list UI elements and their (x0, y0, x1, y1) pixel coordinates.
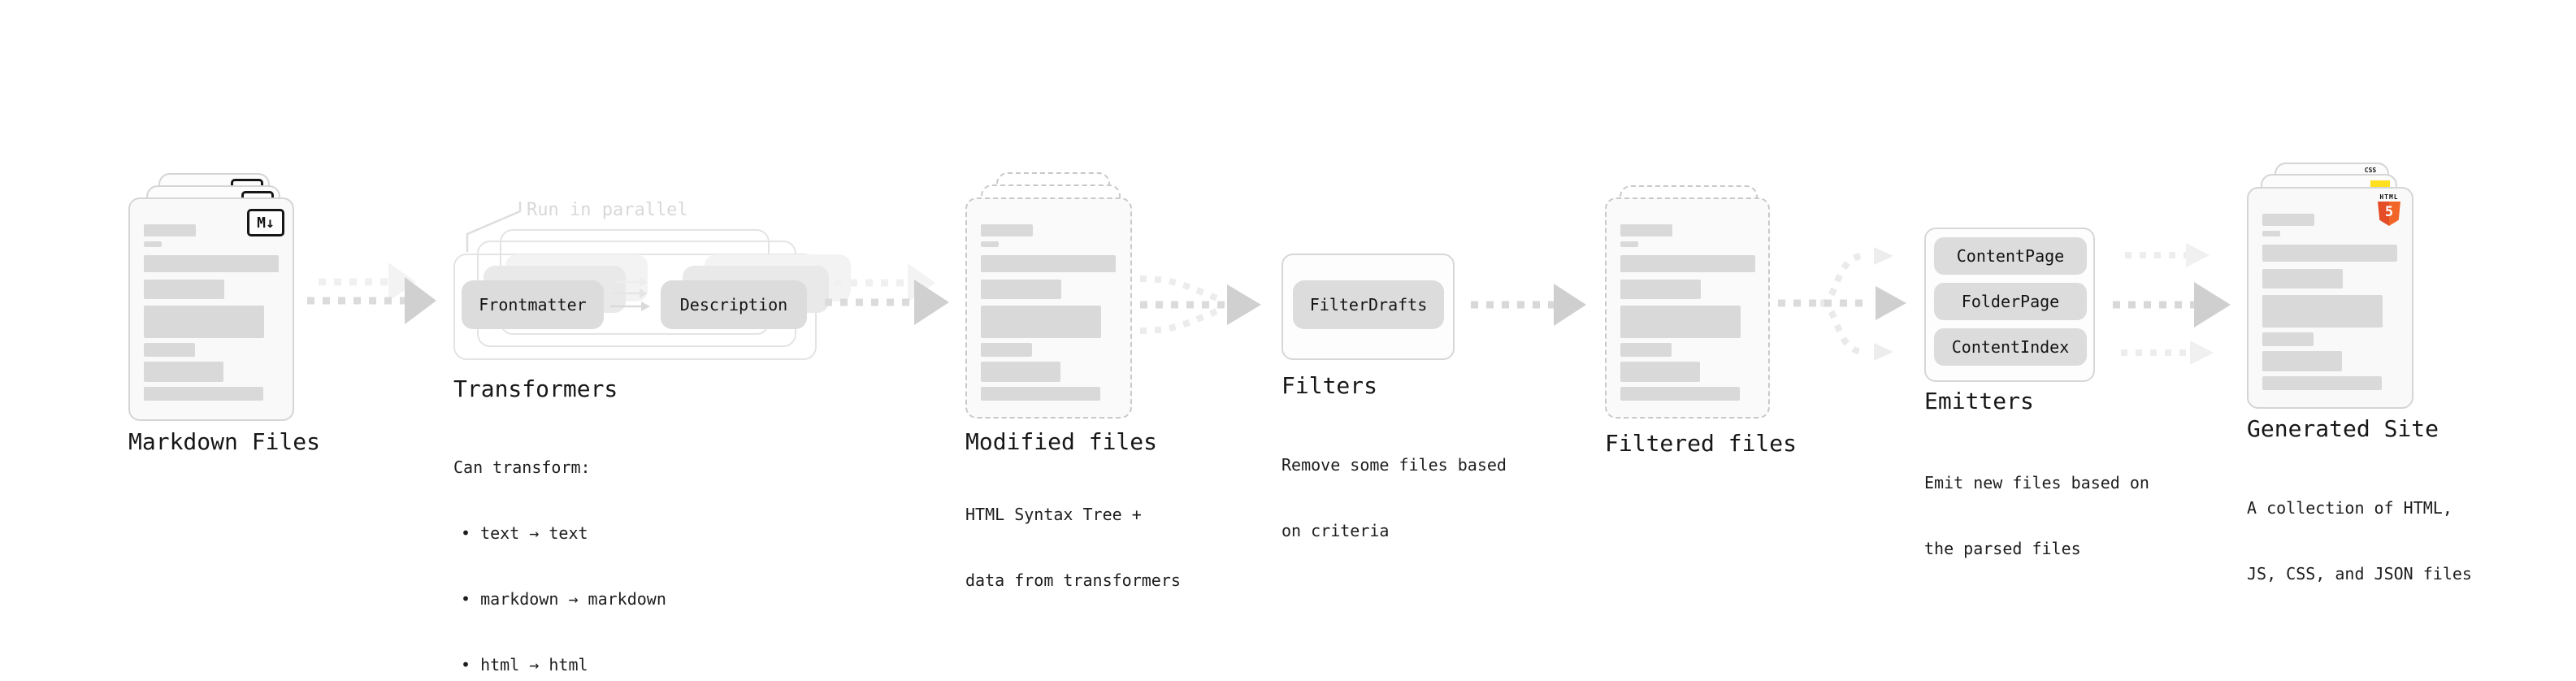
doc-text-bar (2262, 376, 2382, 390)
description-line: HTML Syntax Tree + (965, 505, 1142, 524)
transformers-bullet: • html → html (461, 655, 588, 674)
description-line: A collection of HTML, (2247, 498, 2452, 518)
transformer-pill-description: Description (661, 280, 807, 329)
doc-text-bar (981, 387, 1100, 401)
doc-text-bar (1620, 343, 1672, 357)
doc-text-bar (2262, 214, 2314, 226)
stage-label-markdown-files: Markdown Files (128, 428, 321, 455)
description-line: Remove some files based (1281, 455, 1507, 475)
html5-icon: HTML 5 (2378, 193, 2400, 226)
markdown-file-card: M↓ (128, 197, 294, 421)
doc-text-bar (144, 362, 223, 382)
js-icon (2370, 180, 2390, 189)
doc-text-bar (981, 224, 1033, 236)
transformers-note-title: Can transform: (453, 458, 591, 477)
doc-text-bar (981, 362, 1060, 382)
stage-label-emitters: Emitters (1924, 388, 2034, 414)
doc-text-bar (1620, 255, 1755, 272)
doc-text-bar (1620, 306, 1741, 338)
doc-text-bar (2262, 351, 2342, 371)
description-line: the parsed files (1924, 539, 2081, 558)
doc-text-bar (144, 387, 263, 401)
arrow-markdown-to-transformers (307, 262, 436, 324)
stage-label-modified-files: Modified files (965, 428, 1158, 455)
doc-text-bar (1620, 224, 1672, 236)
transformers-bullet: • markdown → markdown (461, 589, 666, 609)
description-line: JS, CSS, and JSON files (2247, 564, 2472, 583)
doc-text-bar (2262, 269, 2343, 288)
generated-site-description: A collection of HTML, JS, CSS, and JSON … (2247, 453, 2472, 629)
doc-text-bar (1620, 362, 1700, 382)
doc-text-bar (144, 280, 224, 299)
doc-text-bar (2262, 295, 2383, 327)
doc-text-bar (1620, 387, 1740, 401)
arrow-emitters-to-site (2113, 243, 2231, 365)
stage-label-transformers: Transformers (453, 375, 618, 402)
doc-text-bar (981, 241, 999, 247)
html5-icon-label: HTML (2379, 193, 2399, 201)
arrow-modified-to-filters-merge (1139, 275, 1261, 334)
doc-text-bar (144, 224, 196, 236)
description-line: Emit new files based on (1924, 473, 2149, 492)
emitter-pill-folderpage: FolderPage (1934, 283, 2087, 320)
run-in-parallel-annotation: Run in parallel (527, 200, 688, 220)
emitter-pill-contentindex: ContentIndex (1934, 328, 2087, 366)
doc-text-bar (1620, 280, 1701, 299)
stage-label-filtered-files: Filtered files (1605, 430, 1798, 457)
parallel-arrows-icon (610, 277, 650, 311)
html5-icon-shield: 5 (2378, 202, 2400, 226)
html5-icon-number: 5 (2384, 204, 2394, 220)
transformer-pill-frontmatter: Frontmatter (462, 280, 604, 329)
doc-text-bar (144, 306, 264, 338)
site-file-card-html: HTML 5 (2247, 187, 2413, 409)
callout-leader-line (466, 202, 522, 252)
markdown-icon: M↓ (247, 209, 284, 236)
filters-description: Remove some files based on criteria (1281, 410, 1507, 586)
transformers-note: Can transform: • text → text • markdown … (453, 413, 666, 681)
arrow-filters-to-filtered (1471, 284, 1586, 326)
modified-files-description: HTML Syntax Tree + data from transformer… (965, 460, 1181, 635)
doc-text-bar (981, 280, 1061, 299)
doc-text-bar (144, 241, 162, 247)
emitters-description: Emit new files based on the parsed files (1924, 428, 2149, 604)
stage-label-generated-site: Generated Site (2247, 415, 2439, 442)
arrow-filtered-to-emitters-fanout (1778, 247, 1906, 361)
description-line: on criteria (1281, 521, 1390, 540)
doc-text-bar (981, 306, 1101, 338)
doc-text-bar (2262, 231, 2280, 236)
doc-text-bar (2262, 332, 2314, 346)
filtered-file-card (1605, 197, 1770, 419)
doc-text-bar (144, 343, 195, 357)
description-line: data from transformers (965, 570, 1181, 590)
doc-text-bar (144, 255, 279, 272)
modified-file-card (965, 197, 1132, 419)
stage-label-filters: Filters (1281, 372, 1378, 399)
emitter-pill-contentpage: ContentPage (1934, 237, 2087, 275)
doc-text-bar (1620, 241, 1638, 247)
doc-text-bar (2262, 245, 2397, 262)
arrow-transformers-to-modified (825, 263, 949, 325)
css-icon-label: CSS (2364, 167, 2377, 174)
doc-text-bar (981, 343, 1032, 357)
transformers-bullet: • text → text (461, 523, 588, 543)
doc-text-bar (981, 255, 1116, 272)
filter-pill-filterdrafts: FilterDrafts (1293, 280, 1444, 329)
